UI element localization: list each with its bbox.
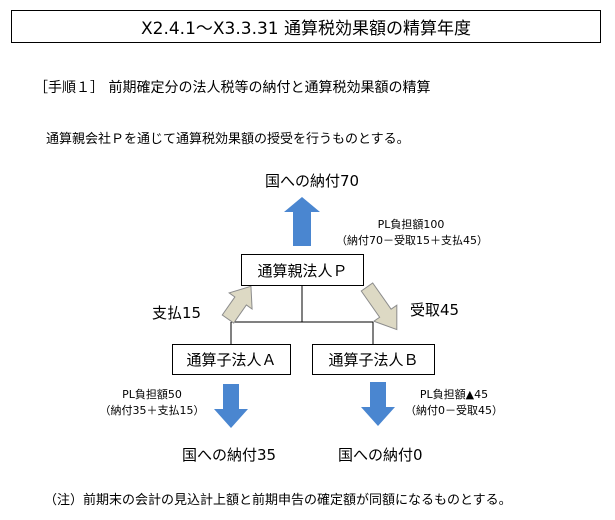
pay-label: 支払15 — [152, 304, 202, 322]
sub-b-pl-burden-detail: （納付0－受取45） — [405, 404, 503, 417]
sub-b-tax-payment: 国への納付0 — [338, 446, 423, 464]
pay-arrow — [221, 285, 253, 324]
page-title-text: X2.4.1～X3.3.31 通算税効果額の精算年度 — [140, 19, 472, 39]
intro-text: 通算親会社Ｐを通じて通算税効果額の授受を行うものとする。 — [46, 132, 410, 147]
sub-a-tax-arrow — [214, 384, 248, 428]
footnote: （注）前期末の会計の見込計上額と前期申告の確定額が同額になるものとする。 — [44, 493, 512, 508]
page-title: X2.4.1～X3.3.31 通算税効果額の精算年度 — [11, 10, 601, 43]
sub-a-pl-burden: PL負担額50 （納付35＋支払15） — [96, 386, 208, 418]
parent-pl-burden-amount: PL負担額100 — [377, 218, 445, 231]
subsidiary-a-box: 通算子法人Ａ — [172, 344, 291, 375]
parent-company-box: 通算親法人Ｐ — [241, 254, 364, 286]
receive-arrow — [360, 282, 398, 331]
receive-label: 受取45 — [410, 301, 460, 319]
sub-b-pl-burden: PL負担額▲45 （納付0－受取45） — [404, 386, 504, 418]
subsidiary-b-label: 通算子法人Ｂ — [328, 351, 419, 369]
subsidiary-b-box: 通算子法人Ｂ — [312, 344, 435, 375]
sub-b-tax-arrow — [361, 382, 395, 426]
subsidiary-a-label: 通算子法人Ａ — [186, 351, 277, 369]
parent-pl-burden: PL負担額100 （納付70－受取15＋支払45） — [336, 216, 488, 248]
parent-company-label: 通算親法人Ｐ — [257, 261, 348, 280]
parent-tax-payment: 国への納付70 — [265, 172, 360, 190]
sub-a-tax-payment: 国への納付35 — [182, 446, 277, 464]
sub-a-pl-burden-amount: PL負担額50 — [122, 388, 182, 401]
sub-b-pl-burden-amount: PL負担額▲45 — [419, 388, 489, 401]
parent-pl-burden-detail: （納付70－受取15＋支払45） — [336, 234, 488, 247]
step-heading: ［手順１］ 前期確定分の法人税等の納付と通算税効果額の精算 — [34, 80, 431, 96]
sub-a-pl-burden-detail: （納付35＋支払15） — [99, 404, 205, 417]
parent-tax-arrow — [284, 197, 320, 246]
